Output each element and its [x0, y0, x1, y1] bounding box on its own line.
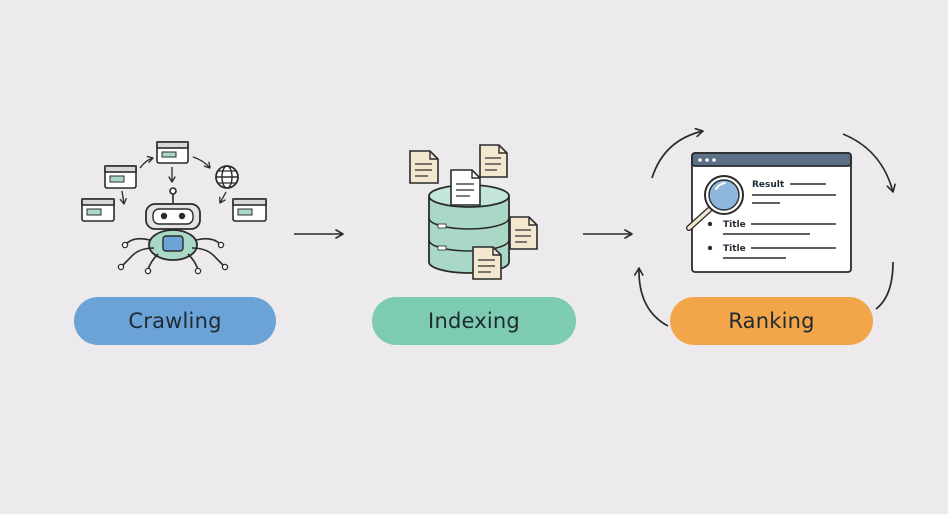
crawl-link-arrows: [119, 155, 227, 205]
webpage-icon-top: [156, 141, 189, 164]
webpage-icon-right: [232, 198, 267, 222]
document-icon-left: [409, 150, 439, 184]
indexing-illustration: [409, 144, 538, 280]
step-pill-indexing: Indexing: [372, 297, 576, 345]
cycle-arrows: [634, 127, 896, 327]
magnifier-icon: [686, 175, 744, 231]
document-icon-bottom: [472, 246, 502, 280]
crawler-illustration: [81, 141, 267, 275]
result-title-1: Title: [723, 220, 746, 230]
step-label-indexing: Indexing: [428, 309, 520, 333]
ranking-illustration: Result Title Title: [634, 127, 896, 327]
result-heading: Result: [752, 180, 785, 190]
step-pill-crawling: Crawling: [74, 297, 276, 345]
webpage-icon-far-left: [81, 198, 115, 222]
globe-icon: [215, 165, 239, 189]
document-icon-right: [509, 216, 538, 250]
step-label-ranking: Ranking: [728, 309, 815, 333]
step-label-crawling: Crawling: [128, 309, 222, 333]
webpage-icon-left: [104, 165, 137, 189]
step-pill-ranking: Ranking: [670, 297, 873, 345]
robot-icon: [117, 187, 229, 275]
document-icon-top-right: [479, 144, 508, 178]
document-icon-center: [450, 169, 481, 206]
result-title-2: Title: [723, 244, 746, 254]
